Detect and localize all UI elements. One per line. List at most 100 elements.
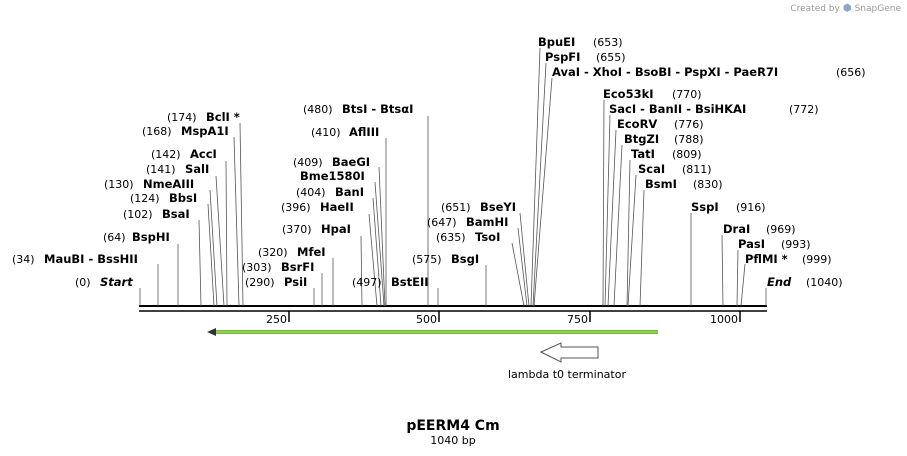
site-enzyme-label: BaeGI xyxy=(332,155,370,169)
site-position: (497) xyxy=(352,276,382,289)
site-position: (370) xyxy=(282,223,312,236)
end-label: End xyxy=(767,275,792,289)
plasmid-length: 1040 bp xyxy=(430,434,475,447)
site-enzyme-label: BtgZI xyxy=(624,132,659,146)
site-position: (290) xyxy=(245,276,275,289)
ruler-tick-1000: 1000 xyxy=(710,313,738,326)
feature-legend-arrow-icon xyxy=(539,342,599,363)
sites-left: (174) BclI * (168) MspA1I (142) AccI (14… xyxy=(12,110,240,266)
site-position: (772) xyxy=(789,103,819,116)
site-enzyme-label: BseYI xyxy=(480,200,516,214)
map-title-block: pEERM4 Cm 1040 bp xyxy=(406,418,499,447)
site-position: (174) xyxy=(167,111,197,124)
start-position: (0) xyxy=(75,276,91,289)
site-position: (410) xyxy=(311,126,341,139)
site-position: (969) xyxy=(766,223,796,236)
site-enzyme-label: BpuEI xyxy=(538,35,575,49)
site-enzyme-label: BbsI xyxy=(169,191,197,205)
site-enzyme-label: BstEII xyxy=(391,275,429,289)
site-position: (653) xyxy=(593,36,623,49)
site-position: (655) xyxy=(596,51,626,64)
site-position: (130) xyxy=(104,178,134,191)
site-enzyme-label: SspI xyxy=(691,200,719,214)
site-position: (34) xyxy=(12,253,35,266)
site-enzyme-label: TatI xyxy=(631,147,655,161)
site-enzyme-label: SacI - BanII - BsiHKAI xyxy=(609,102,746,116)
site-enzyme-label: MfeI xyxy=(297,245,326,259)
site-position: (656) xyxy=(836,66,866,79)
site-enzyme-label: BanI xyxy=(335,185,364,199)
site-position: (993) xyxy=(781,238,811,251)
ruler-tick-750: 750 xyxy=(567,313,588,326)
site-position: (480) xyxy=(303,103,333,116)
site-position: (141) xyxy=(146,163,176,176)
site-enzyme-label: BsgI xyxy=(451,252,479,266)
plasmid-name: pEERM4 Cm xyxy=(406,418,499,434)
site-enzyme-label: BamHI xyxy=(466,215,508,229)
site-position: (788) xyxy=(674,133,704,146)
site-enzyme-label: Bme1580I xyxy=(300,169,365,183)
site-enzyme-label: BsrFI xyxy=(281,260,314,274)
site-position: (999) xyxy=(802,253,832,266)
site-position: (770) xyxy=(672,88,702,101)
ruler-tick-500: 500 xyxy=(416,313,437,326)
site-enzyme-label: AccI xyxy=(190,147,217,161)
site-position: (647) xyxy=(427,216,457,229)
ruler-tick-250: 250 xyxy=(266,313,287,326)
site-position: (409) xyxy=(293,156,323,169)
site-enzyme-label: AvaI - XhoI - BsoBI - PspXI - PaeR7I xyxy=(552,65,778,79)
site-enzyme-label: PsiI xyxy=(284,275,307,289)
site-position: (575) xyxy=(412,253,442,266)
sequence-endpoints: (0) Start End (1040) xyxy=(75,275,843,289)
site-position: (809) xyxy=(672,148,702,161)
site-position: (64) xyxy=(103,231,126,244)
site-position: (102) xyxy=(123,208,153,221)
site-enzyme-label: TsoI xyxy=(475,230,500,244)
sites-middle: (480) BtsI - BtsαI (410) AflIII (409) Ba… xyxy=(242,102,516,289)
site-enzyme-label: MauBI - BssHII xyxy=(44,252,138,266)
end-position: (1040) xyxy=(806,276,843,289)
site-enzyme-label: HpaI xyxy=(321,222,351,236)
site-position: (320) xyxy=(258,246,288,259)
site-enzyme-label: HaeII xyxy=(320,200,354,214)
site-position: (404) xyxy=(296,186,326,199)
site-position: (916) xyxy=(736,201,766,214)
site-enzyme-label: PasI xyxy=(738,237,765,251)
site-enzyme-label: BtsI - BtsαI xyxy=(342,102,413,116)
credit-brand: SnapGene xyxy=(854,3,901,14)
site-enzyme-label: SalI xyxy=(185,162,209,176)
site-enzyme-label: EcoRV xyxy=(617,117,657,131)
snapgene-logo-icon: ⬢ xyxy=(842,3,852,14)
site-enzyme-label: BspHI xyxy=(132,230,170,244)
credit-prefix: Created by xyxy=(790,3,840,14)
site-position: (635) xyxy=(436,231,466,244)
ruler: 250 500 750 1000 xyxy=(266,311,741,326)
site-enzyme-label: AflIII xyxy=(349,125,379,139)
site-position: (811) xyxy=(682,163,712,176)
site-position: (142) xyxy=(151,148,181,161)
site-position: (168) xyxy=(142,125,172,138)
site-enzyme-label: PspFI xyxy=(545,50,580,64)
site-enzyme-label: PflMI * xyxy=(745,252,788,266)
site-position: (396) xyxy=(281,201,311,214)
sequence-backbone xyxy=(139,305,767,312)
feature-direction-arrow-icon xyxy=(207,328,216,336)
site-enzyme-label: NmeAIII xyxy=(143,177,194,191)
feature-lambda-t0-terminator[interactable]: lambda t0 terminator xyxy=(207,328,658,381)
site-enzyme-label: BsmI xyxy=(645,177,677,191)
snapgene-credit: Created by ⬢ SnapGene xyxy=(790,3,901,14)
site-enzyme-label: DraI xyxy=(723,222,750,236)
site-enzyme-label: ScaI xyxy=(638,162,665,176)
site-connector-lines xyxy=(139,47,767,307)
start-label: Start xyxy=(100,275,133,289)
site-enzyme-label: Eco53kI xyxy=(603,87,654,101)
sites-right: BpuEI (653) PspFI (655) AvaI - XhoI - Bs… xyxy=(538,35,866,266)
site-enzyme-label: BsaI xyxy=(162,207,190,221)
site-position: (830) xyxy=(693,178,723,191)
site-enzyme-label: BclI * xyxy=(206,110,240,124)
site-position: (303) xyxy=(242,261,272,274)
site-position: (651) xyxy=(441,201,471,214)
site-enzyme-label: MspA1I xyxy=(181,124,229,138)
feature-label: lambda t0 terminator xyxy=(508,368,626,381)
site-position: (776) xyxy=(674,118,704,131)
